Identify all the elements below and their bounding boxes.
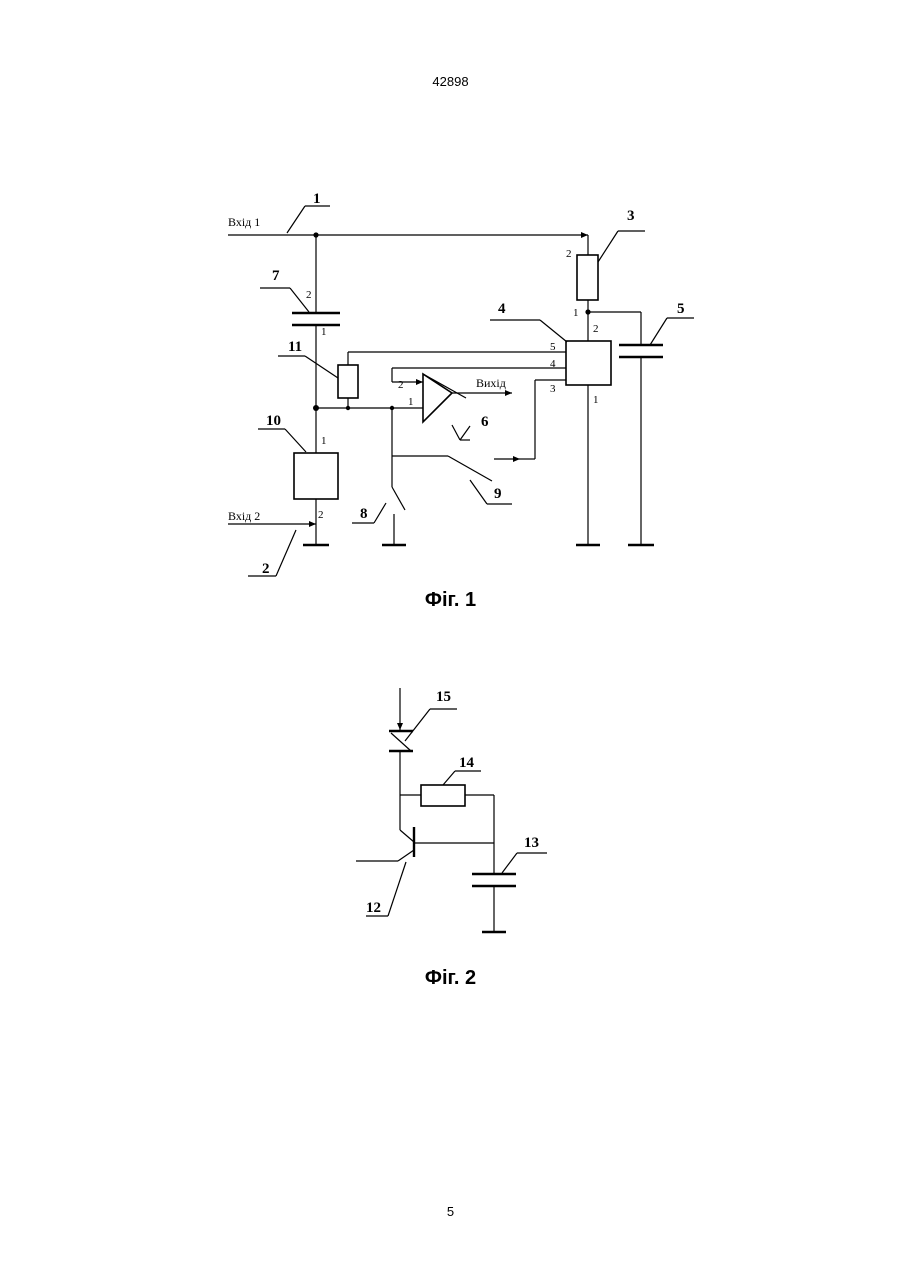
ref-7: 7 bbox=[272, 268, 280, 284]
input2-label: Вхід 2 bbox=[228, 509, 260, 523]
block-10 bbox=[294, 453, 338, 499]
leader-line bbox=[374, 503, 386, 523]
ref-2: 2 bbox=[262, 561, 270, 577]
transistor-12-emitter bbox=[398, 850, 414, 861]
comparator-6 bbox=[423, 374, 452, 422]
leader-line bbox=[285, 429, 306, 452]
pin-label: 1 bbox=[573, 307, 579, 319]
switch-8-blade bbox=[392, 487, 405, 510]
ref-15: 15 bbox=[436, 689, 451, 705]
leader-line bbox=[388, 862, 406, 916]
pin-label: 1 bbox=[321, 326, 327, 338]
leader-line bbox=[460, 426, 470, 440]
pin-label: 2 bbox=[318, 509, 324, 521]
wire bbox=[400, 830, 414, 842]
pin-label: 2 bbox=[593, 323, 599, 335]
pin-label: 3 bbox=[550, 383, 556, 395]
output-label: Вихід bbox=[476, 376, 506, 390]
pin-label: 2 bbox=[398, 379, 404, 391]
element-11 bbox=[338, 365, 358, 398]
pin-label: 2 bbox=[566, 248, 572, 260]
resistor-14 bbox=[421, 785, 465, 806]
ref-1: 1 bbox=[313, 191, 321, 207]
ref-13: 13 bbox=[524, 835, 539, 851]
transistor-15-emitter bbox=[391, 733, 411, 751]
ref-9: 9 bbox=[494, 486, 502, 502]
input1-label: Вхід 1 bbox=[228, 215, 260, 229]
pin-label: 1 bbox=[408, 396, 414, 408]
pin-label: 5 bbox=[550, 341, 556, 353]
leader-line bbox=[405, 709, 430, 741]
resistor-3 bbox=[577, 255, 598, 300]
ref-12: 12 bbox=[366, 900, 381, 916]
leader-line bbox=[443, 771, 455, 785]
leader-line bbox=[452, 425, 460, 440]
leader-line bbox=[540, 320, 567, 342]
switch-9-blade bbox=[448, 456, 492, 481]
leader-line bbox=[287, 206, 305, 233]
figure-1-caption: Фіг. 1 bbox=[0, 589, 901, 612]
ref-11: 11 bbox=[288, 339, 302, 355]
pin-label: 2 bbox=[306, 289, 312, 301]
figure-2-caption: Фіг. 2 bbox=[0, 967, 901, 990]
pin-label: 4 bbox=[550, 358, 556, 370]
leader-line bbox=[276, 530, 296, 576]
fig1-leader-lines bbox=[248, 206, 694, 576]
junction-dot bbox=[346, 406, 350, 410]
pin-label: 1 bbox=[321, 435, 327, 447]
ref-4: 4 bbox=[498, 301, 506, 317]
leader-line bbox=[598, 231, 618, 262]
block-4 bbox=[566, 341, 611, 385]
ref-5: 5 bbox=[677, 301, 685, 317]
pin-label: 1 bbox=[593, 394, 599, 406]
fig1-labels: Вхід 1 Вхід 2 Вихід 1 2 3 4 5 6 7 8 9 10… bbox=[228, 191, 685, 577]
ref-3: 3 bbox=[627, 208, 635, 224]
leader-line bbox=[470, 480, 487, 504]
ref-6: 6 bbox=[481, 414, 489, 430]
leader-line bbox=[502, 853, 517, 873]
ref-14: 14 bbox=[459, 755, 475, 771]
leader-line bbox=[305, 356, 338, 378]
fig2-circuit-diagram: 15 14 13 12 bbox=[356, 688, 547, 932]
leader-line bbox=[650, 318, 667, 345]
ref-8: 8 bbox=[360, 506, 368, 522]
page-number: 5 bbox=[0, 1204, 901, 1219]
ref-10: 10 bbox=[266, 413, 281, 429]
